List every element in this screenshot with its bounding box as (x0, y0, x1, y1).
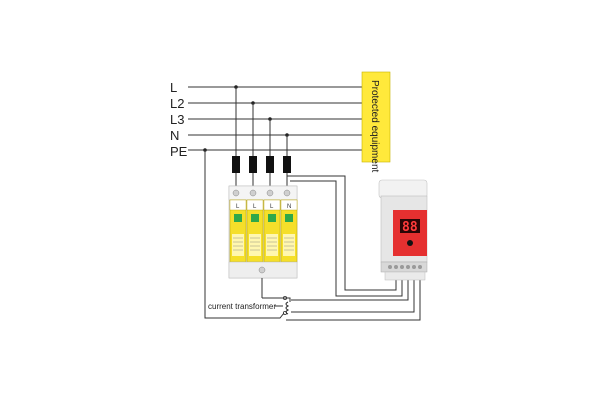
status-window (285, 214, 293, 222)
line-label-n: N (170, 128, 179, 143)
current-transformer-label: current transformer (208, 302, 276, 311)
ct-output-wire-3 (286, 272, 421, 321)
ct-output-wire-2 (291, 272, 415, 313)
fuse-l3 (266, 156, 274, 173)
terminal-screw (266, 189, 274, 197)
status-window (251, 214, 259, 222)
spd-module: L (246, 199, 264, 263)
module-letter: N (287, 204, 291, 210)
module-letter: L (253, 204, 257, 210)
module-letter: L (236, 204, 240, 210)
lightning-counter-monitor: 88 (378, 179, 428, 281)
surge-protection-device: L L L (228, 185, 298, 279)
spd-module: N (280, 199, 298, 263)
spd-module: L (229, 199, 247, 263)
ct-output-wire-1 (291, 272, 409, 301)
protected-equipment-box: Protected equipment (361, 71, 391, 173)
digital-display (400, 219, 420, 233)
module-label-plate (283, 234, 295, 256)
terminal-screw (283, 189, 291, 197)
terminal-screw (249, 189, 257, 197)
monitor-terminal (388, 265, 392, 269)
terminal-screw (232, 189, 240, 197)
monitor-terminal (406, 265, 410, 269)
signal-wire-1 (287, 175, 397, 291)
ct-feed-wire (262, 297, 291, 302)
monitor-terminal (412, 265, 416, 269)
status-window (234, 214, 242, 222)
module-label-plate (232, 234, 244, 256)
monitor-terminal (400, 265, 404, 269)
protected-equipment-label: Protected equipment (369, 80, 380, 173)
module-label-plate (266, 234, 278, 256)
module-label-plate (249, 234, 261, 256)
terminal-screw (258, 266, 266, 274)
line-label-l3: L3 (170, 112, 184, 127)
module-letter: L (270, 204, 274, 210)
status-window (268, 214, 276, 222)
line-label-l2: L2 (170, 96, 184, 111)
display-digits: 88 (402, 220, 418, 235)
fuse-l2 (249, 156, 257, 173)
signal-wire-2 (290, 180, 403, 297)
fuse-n (283, 156, 291, 173)
spd-module: L (263, 199, 281, 263)
current-transformer (282, 295, 290, 315)
monitor-terminal (418, 265, 422, 269)
monitor-terminal (394, 265, 398, 269)
line-label-l: L (170, 80, 177, 95)
fuse-l (232, 156, 240, 173)
pe-ground-wire (204, 150, 285, 319)
reset-button[interactable] (407, 240, 413, 246)
line-label-pe: PE (170, 144, 188, 159)
